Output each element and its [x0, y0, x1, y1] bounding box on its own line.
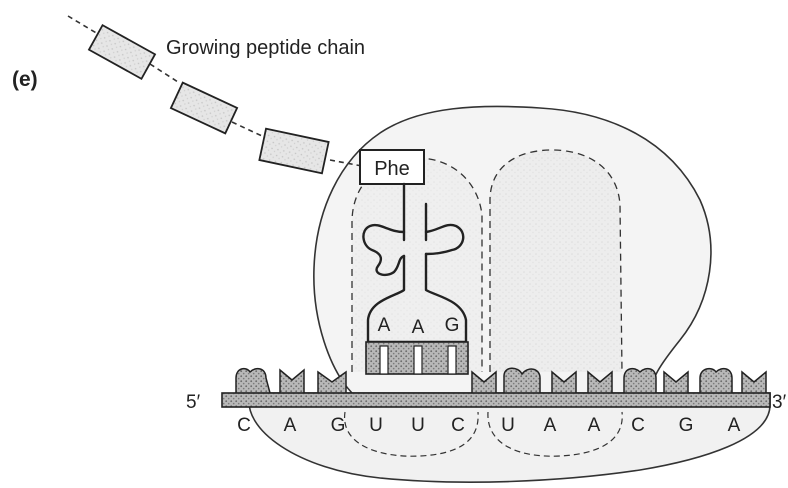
anticodon-base-1: A	[378, 315, 391, 336]
p-site-outline	[352, 158, 482, 372]
mrna-base: C	[631, 415, 645, 436]
mrna-base: U	[501, 415, 515, 436]
a-site-outline	[490, 150, 622, 372]
mrna-3-prime-label: 3′	[772, 392, 787, 413]
anticodon-base-2: A	[412, 317, 425, 338]
mrna-base: G	[679, 415, 694, 436]
amino-acid-label: Phe	[374, 158, 410, 180]
mrna-base: U	[411, 415, 425, 436]
mrna-base: G	[331, 415, 346, 436]
mrna-5-prime-label: 5′	[186, 392, 201, 413]
mrna-base: C	[237, 415, 251, 436]
mrna-base: A	[544, 415, 557, 436]
anticodon-base-3: G	[445, 315, 460, 336]
mrna-base: A	[284, 415, 297, 436]
mrna-strand	[222, 393, 770, 407]
panel-label: (e)	[12, 68, 38, 91]
peptide-chain-residue-3	[259, 129, 328, 174]
mrna-base: U	[369, 415, 383, 436]
mrna-base: A	[588, 415, 601, 436]
peptide-chain-residue-1	[89, 25, 155, 79]
codon-anticodon-pairing	[366, 342, 468, 374]
mrna-base: A	[728, 415, 741, 436]
chain-label: Growing peptide chain	[166, 37, 365, 59]
mrna-base: C	[451, 415, 465, 436]
peptide-chain-residue-2	[171, 83, 237, 134]
